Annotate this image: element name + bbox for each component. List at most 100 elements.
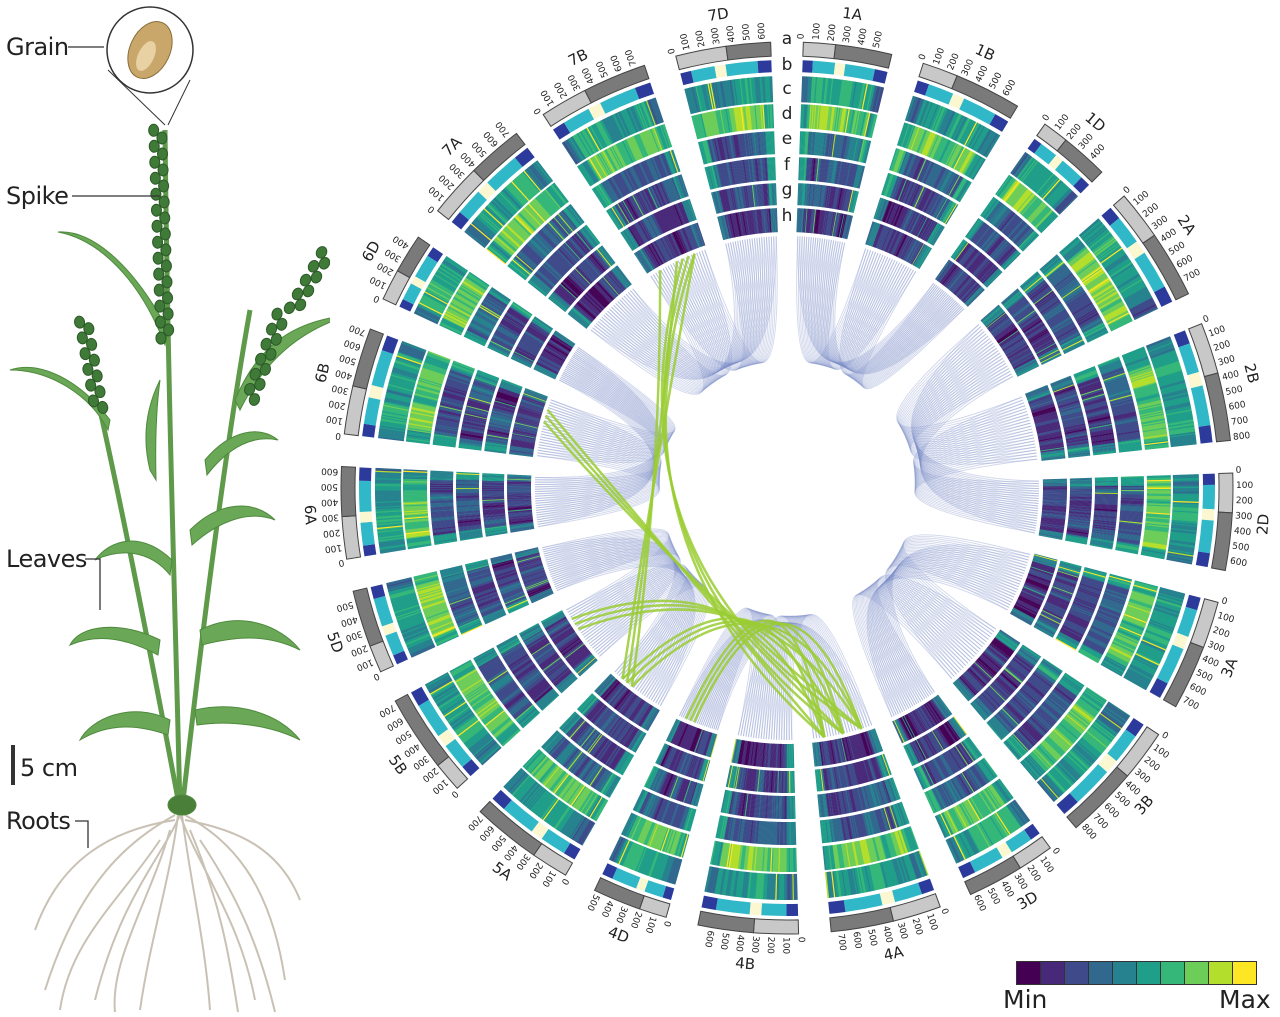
- spike: [283, 246, 330, 315]
- link: [613, 238, 757, 370]
- link: [815, 237, 948, 368]
- link: [823, 239, 955, 371]
- link: [619, 255, 724, 381]
- ideogram-short-arm: [802, 41, 837, 60]
- heatmap-bin: [859, 83, 866, 110]
- link: [873, 577, 991, 697]
- link: [884, 565, 1008, 679]
- heatmap-bin: [869, 85, 877, 112]
- link: [901, 338, 1029, 438]
- link: [913, 333, 1040, 492]
- link: [541, 363, 670, 448]
- link: [546, 408, 826, 738]
- link: [547, 351, 674, 438]
- link: [535, 436, 660, 511]
- link: [914, 413, 1039, 497]
- heatmap-bin: [801, 104, 804, 129]
- link: [883, 556, 1025, 702]
- heatmap-bin: [848, 81, 855, 108]
- heatmap-bin: [801, 76, 804, 103]
- link: [548, 552, 685, 692]
- link: [882, 558, 1024, 703]
- link: [914, 455, 1038, 532]
- link: [675, 238, 759, 367]
- link: [716, 622, 873, 731]
- heatmap-bin: [828, 78, 833, 105]
- heatmap-bin: [832, 78, 838, 105]
- heatmap-bin: [870, 85, 879, 112]
- link: [820, 240, 905, 368]
- link: [806, 237, 881, 365]
- track-b-segment: [828, 900, 846, 914]
- link: [891, 555, 1017, 664]
- link: [617, 237, 762, 369]
- link: [535, 433, 660, 509]
- link: [909, 373, 1038, 463]
- heatmap-bin: [809, 76, 813, 103]
- link: [809, 237, 944, 366]
- link: [553, 548, 679, 649]
- rings-layer: [340, 41, 1234, 935]
- link: [911, 326, 1039, 485]
- link: [778, 615, 859, 740]
- link: [913, 402, 1039, 487]
- link: [914, 446, 1037, 524]
- link: [801, 236, 874, 364]
- link: [910, 376, 1038, 465]
- link: [853, 260, 952, 383]
- link: [576, 571, 695, 685]
- heatmap-bin: [867, 85, 875, 111]
- heatmap-bin: [826, 78, 832, 105]
- link: [535, 399, 662, 479]
- heatmap-bin: [821, 77, 825, 104]
- link: [897, 326, 1024, 430]
- link: [919, 365, 1037, 524]
- link: [843, 251, 941, 378]
- track-b-segment: [1198, 519, 1214, 554]
- roots: [34, 814, 301, 1013]
- link: [893, 552, 1020, 660]
- link: [595, 271, 708, 392]
- link: [547, 550, 683, 689]
- link: [605, 264, 715, 387]
- link: [914, 410, 1039, 495]
- link: [803, 236, 939, 365]
- link: [807, 237, 884, 365]
- link: [828, 240, 959, 372]
- link: [592, 242, 737, 379]
- label-leaders: [11, 46, 160, 848]
- link: [765, 615, 846, 740]
- link: [542, 362, 670, 447]
- link: [858, 265, 959, 387]
- link: [677, 238, 761, 367]
- track-b-segment: [843, 893, 883, 912]
- link: [847, 254, 945, 380]
- link: [852, 594, 953, 718]
- heatmap-bin: [825, 78, 830, 105]
- chromosome-2D: [1038, 472, 1234, 572]
- link: [657, 241, 748, 370]
- heatmap-bin: [866, 84, 874, 111]
- heatmap-bin: [868, 85, 876, 112]
- link: [554, 563, 694, 704]
- link: [816, 239, 898, 367]
- link: [890, 556, 1016, 666]
- link: [904, 350, 1033, 446]
- link: [826, 242, 914, 370]
- link: [619, 237, 764, 368]
- link: [897, 545, 1025, 648]
- link: [918, 357, 1038, 517]
- link: [804, 236, 879, 365]
- link: [917, 350, 1039, 509]
- heatmap-bin: [815, 105, 819, 130]
- link: [857, 591, 962, 714]
- link: [542, 529, 670, 613]
- link: [859, 589, 967, 712]
- track-b-segment: [812, 60, 836, 75]
- link: [818, 238, 951, 369]
- link: [810, 237, 889, 366]
- link: [878, 564, 1019, 708]
- link: [918, 360, 1038, 519]
- link: [831, 241, 962, 374]
